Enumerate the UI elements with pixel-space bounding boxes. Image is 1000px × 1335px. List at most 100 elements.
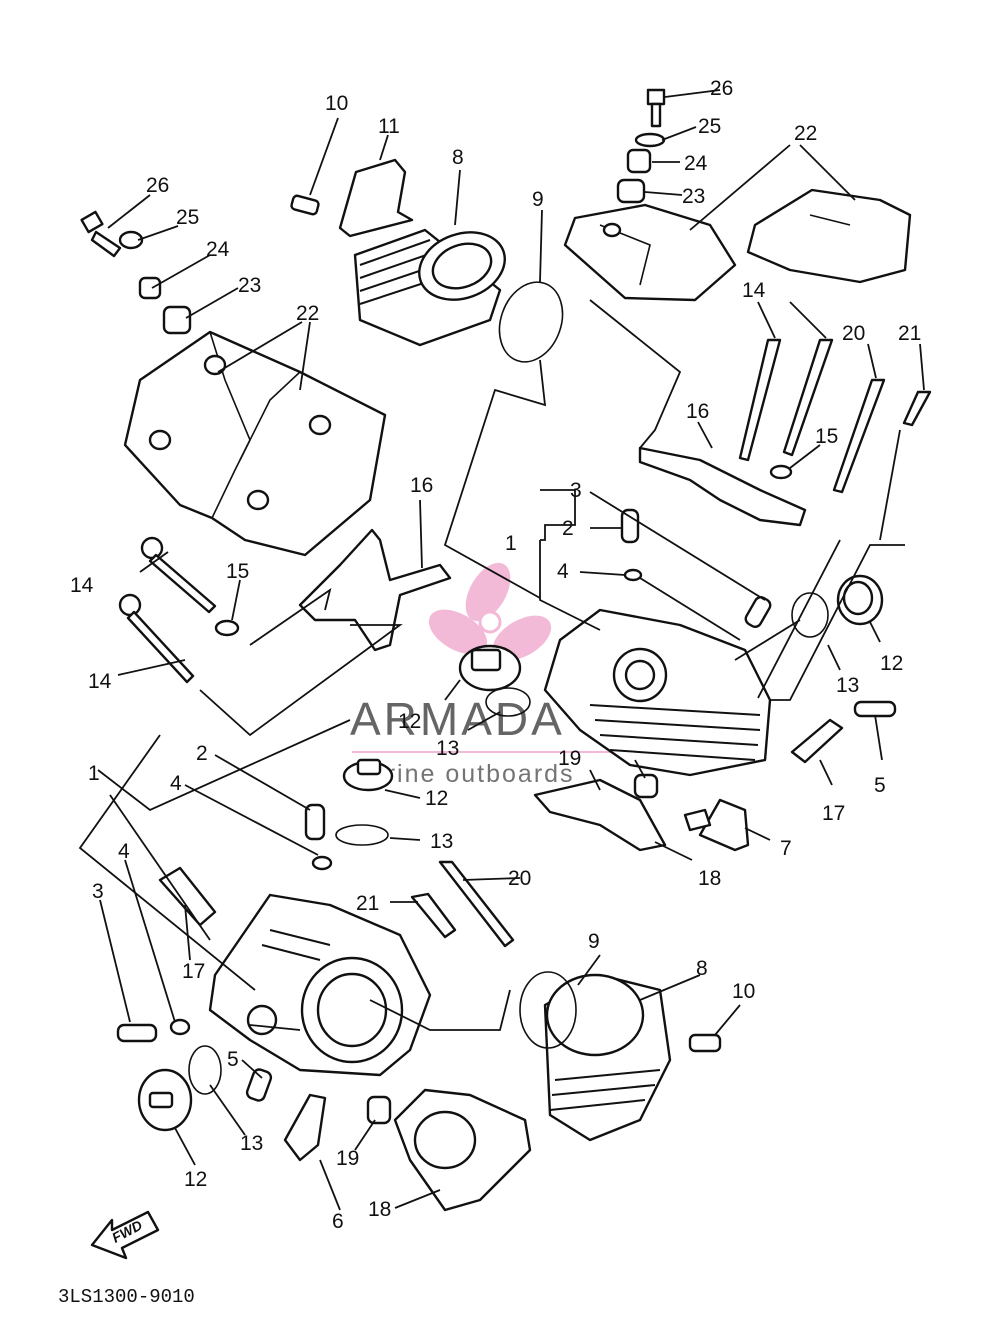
callout-20-upper: 20 xyxy=(842,322,865,345)
head-bolts-left xyxy=(118,536,217,684)
callout-4-lower-b: 4 xyxy=(118,840,130,863)
callout-12-lower-center: 12 xyxy=(425,787,448,810)
callout-3-lower: 3 xyxy=(92,880,104,903)
cover-bolt-26-right xyxy=(646,88,666,106)
callout-9-top: 9 xyxy=(532,188,544,211)
callout-24-right: 24 xyxy=(684,152,708,175)
cylinder-head-upper xyxy=(543,608,772,777)
cover-bolt-shank-26-right xyxy=(650,102,662,128)
washer-15-left xyxy=(214,619,240,637)
callout-9-lower: 9 xyxy=(588,930,600,953)
callout-10-top: 10 xyxy=(325,92,348,115)
head-gasket-18-upper xyxy=(533,778,667,852)
grommet-23-right xyxy=(616,178,646,204)
callout-15-left: 15 xyxy=(226,560,249,583)
valve-guide-3-upper xyxy=(744,596,772,628)
bracket-11 xyxy=(290,158,414,238)
callout-13-lower-left: 13 xyxy=(240,1132,263,1155)
fwd-arrow-icon: FWD xyxy=(90,1210,160,1260)
oil-cap-12-upper-center xyxy=(458,644,522,692)
dowel-5-upper xyxy=(853,700,897,718)
grommet-23-left xyxy=(162,305,192,335)
valve-cover-right-rear xyxy=(746,188,912,284)
callout-3-upper: 3 xyxy=(570,479,582,502)
washer-15-right xyxy=(769,464,793,480)
cover-bolt-stack-left xyxy=(80,210,192,335)
callout-18-lower: 18 xyxy=(368,1198,391,1221)
spark-plug-17-lower xyxy=(158,866,217,927)
callout-14-left-a: 14 xyxy=(70,574,94,597)
o-ring-13-upper-right xyxy=(791,592,829,638)
dowel-19-upper xyxy=(633,773,659,799)
head-bolt-20-lower xyxy=(438,860,515,948)
callout-1-lower: 1 xyxy=(88,762,100,785)
callout-8-lower: 8 xyxy=(696,957,708,980)
callout-12-lower-left: 12 xyxy=(184,1168,207,1191)
o-ring-13-upper-center xyxy=(485,687,531,717)
callout-25-left: 25 xyxy=(176,206,199,229)
spark-plug-17-upper xyxy=(790,718,844,764)
oil-cap-12-upper-right xyxy=(836,574,884,626)
callout-5-upper: 5 xyxy=(874,774,886,797)
callout-13-lower-center: 13 xyxy=(430,830,453,853)
collar-24-right xyxy=(626,148,652,174)
callout-23-right: 23 xyxy=(682,185,705,208)
callout-21-upper: 21 xyxy=(898,322,921,345)
head-bolt-21-lower xyxy=(410,892,457,939)
callout-26-right: 26 xyxy=(710,77,733,100)
collar-24-left xyxy=(138,276,162,300)
callout-16-right: 16 xyxy=(686,400,709,423)
head-gasket-18-lower xyxy=(393,1088,532,1212)
oil-pipe-7 xyxy=(698,798,750,852)
oil-cap-12-lower-center xyxy=(342,758,394,792)
callout-4-upper: 4 xyxy=(557,560,569,583)
callout-14-right: 14 xyxy=(742,279,766,302)
callout-6: 6 xyxy=(332,1210,344,1233)
washer-25-right xyxy=(634,132,666,148)
rear-cylinder xyxy=(353,228,506,347)
bolt-10-lower xyxy=(688,1033,722,1053)
callout-10-lower: 10 xyxy=(732,980,755,1003)
callout-13-upper-right: 13 xyxy=(836,674,859,697)
cylinder-gasket-9-lower xyxy=(519,971,577,1049)
rocker-plate-16-right xyxy=(638,446,807,527)
clip-4-lower-a xyxy=(311,855,333,871)
head-bolts-upper-right xyxy=(738,338,932,494)
cylinder-gasket-9-top xyxy=(498,281,564,363)
dowel-5-lower xyxy=(245,1068,273,1102)
diagram-code: 3LS1300-9010 xyxy=(58,1286,195,1308)
callout-18-upper: 18 xyxy=(698,867,721,890)
cover-bolt-26-left xyxy=(80,210,104,234)
clip-4-lower-b xyxy=(169,1018,191,1036)
callout-1-upper: 1 xyxy=(505,532,517,555)
callout-12-upper-right: 12 xyxy=(880,652,903,675)
callout-labels: 26 25 24 23 22 10 11 8 9 26 25 24 23 22 … xyxy=(70,77,921,1233)
callout-23-left: 23 xyxy=(238,274,261,297)
o-ring-13-lower-center xyxy=(335,824,389,846)
bolt-10-top xyxy=(290,194,320,216)
callout-19-upper: 19 xyxy=(558,747,581,770)
o-ring-13-lower-left xyxy=(188,1045,222,1095)
cover-bolt-stack-right xyxy=(616,88,666,204)
cover-bolt-shank-26-left xyxy=(90,230,122,258)
oil-pipe-6 xyxy=(283,1093,327,1162)
callout-20-lower: 20 xyxy=(508,867,531,890)
front-cylinder xyxy=(543,973,672,1142)
clip-4-upper xyxy=(623,568,643,582)
valve-cover-left xyxy=(123,330,387,557)
cylinder-head-lower xyxy=(208,893,432,1077)
callout-17-lower: 17 xyxy=(182,960,205,983)
callout-26-left: 26 xyxy=(146,174,169,197)
dowel-19-lower xyxy=(366,1095,392,1125)
valve-guide-2-upper xyxy=(620,508,640,544)
valve-guide-2-lower xyxy=(304,803,326,841)
callout-5-lower: 5 xyxy=(227,1048,239,1071)
callout-24-left: 24 xyxy=(206,238,230,261)
callout-7: 7 xyxy=(780,837,792,860)
callout-15-right: 15 xyxy=(815,425,838,448)
callout-4-lower-a: 4 xyxy=(170,772,182,795)
callout-2-upper: 2 xyxy=(562,517,574,540)
rocker-plate-16-left xyxy=(298,528,452,652)
